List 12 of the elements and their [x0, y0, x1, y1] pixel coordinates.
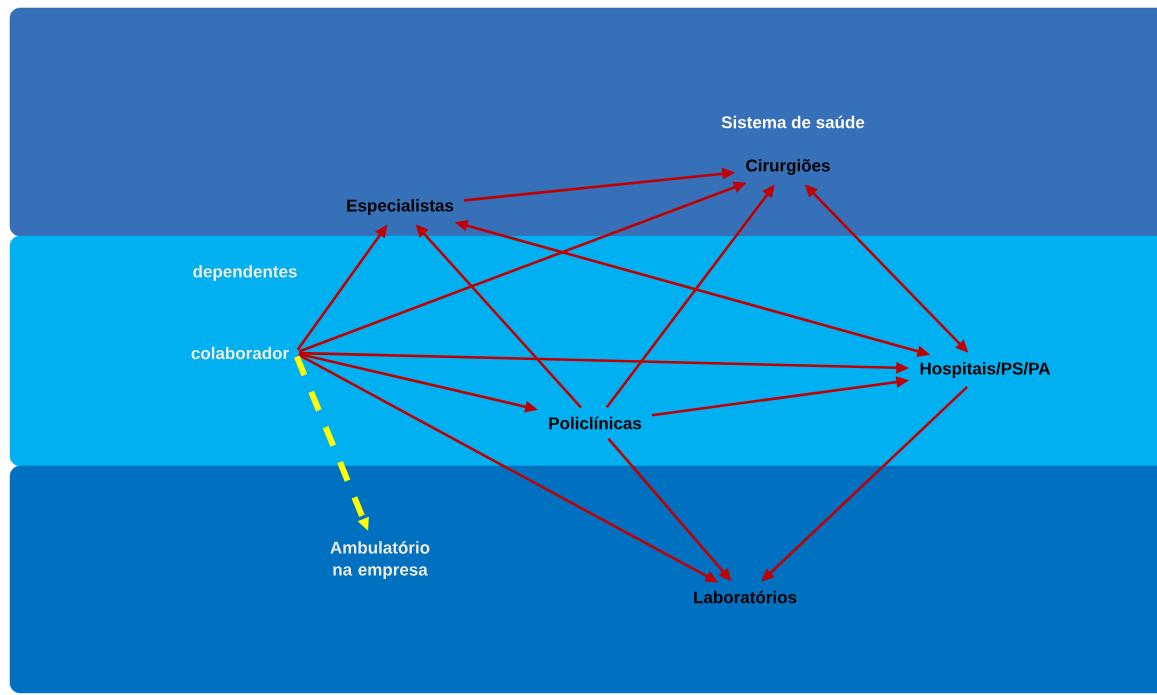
node-label: Policlínicas [549, 416, 642, 430]
band-title: Sistema de saúde [721, 115, 865, 129]
band [9, 235, 1157, 467]
node-label: Laboratórios [694, 590, 797, 604]
node-label: Especialistas [347, 199, 454, 215]
node-label: colaborador [191, 346, 289, 360]
band [9, 465, 1157, 694]
band [9, 7, 1157, 237]
node-label: Cirurgiões [746, 159, 830, 175]
node-label: Hospitais/PS/PA [920, 362, 1051, 378]
band-title: dependentes [193, 265, 297, 281]
node-label: Ambulatório na empresa [330, 541, 430, 579]
